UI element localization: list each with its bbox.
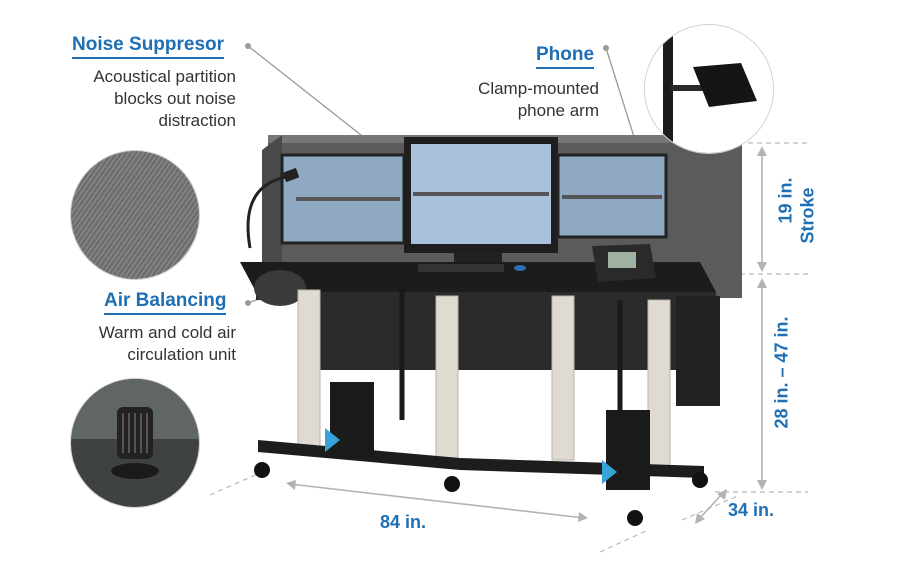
side-panel [676,296,720,406]
cpu-right [606,410,650,490]
leg-2 [435,295,459,461]
keyboard [418,264,504,272]
base-frame [258,440,704,478]
phone-arm-closeup-icon [644,24,774,154]
cpu-left [330,382,374,458]
leg-4 [647,299,671,471]
air-circulation-unit [254,270,306,306]
width-dimension-label: 84 in. [380,512,427,532]
leg-1 [297,289,321,451]
desk-lamp [246,174,291,249]
noise-suppressor-description: Acoustical partition blocks out noise di… [93,67,236,130]
air-balancing-title: Air Balancing [104,290,227,315]
air-circulation-unit-closeup-icon [70,378,200,508]
noise-fabric-swatch-icon [70,150,200,280]
stroke-word-label: Stroke [797,187,818,244]
stroke-dimension-label: 19 in. [775,177,796,224]
mouse [514,265,526,271]
depth-dimension-label: 34 in. [728,500,775,520]
phone-title: Phone [536,44,595,69]
noise-leader-line [247,45,381,151]
air-balancing-description: Warm and cold air circulation unit [98,323,236,364]
phone-description: Clamp-mounted phone arm [478,79,599,120]
height-dimension-label: 28 in. – 47 in. [771,316,792,429]
leg-3 [551,295,575,461]
noise-suppressor-title: Noise Suppresor [72,34,225,59]
